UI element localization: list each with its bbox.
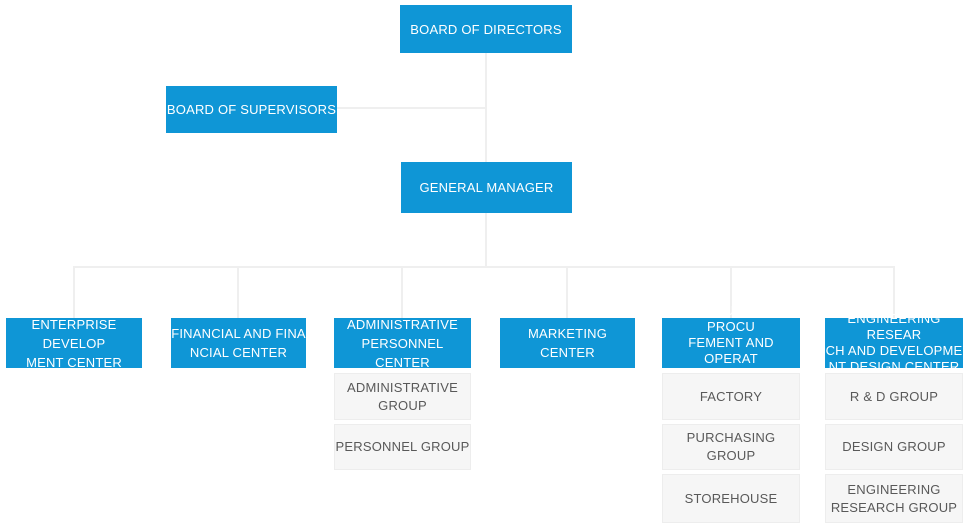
connector-drop-marketing [566, 266, 568, 318]
org-node-administrative-group[interactable]: ADMINISTRATIVE GROUP [334, 373, 471, 420]
org-node-enterprise-development-center[interactable]: ENTERPRISE DEVELOP MENT CENTER [6, 317, 142, 370]
org-node-factory[interactable]: FACTORY [662, 373, 800, 420]
org-node-engineering-rd-design-center[interactable]: ENGINEERING RESEAR CH AND DEVELOPME NT D… [825, 311, 963, 374]
org-node-design-group[interactable]: DESIGN GROUP [825, 424, 963, 470]
connector-departments-rail [74, 266, 894, 268]
org-node-production-procurement-operation-center[interactable]: PRODUCTION PROCU FEMENT AND OPERAT ION C… [662, 303, 800, 382]
org-node-marketing-center[interactable]: MARKETING CENTER [500, 318, 635, 368]
org-node-storehouse[interactable]: STOREHOUSE [662, 474, 800, 523]
connector-directors-to-manager [485, 53, 487, 162]
org-node-engineering-research-group[interactable]: ENGINEERING RESEARCH GROUP [825, 474, 963, 523]
connector-manager-to-departments [485, 213, 487, 268]
org-node-board-of-supervisors[interactable]: BOARD OF SUPERVISORS [166, 86, 337, 133]
org-node-rd-group[interactable]: R & D GROUP [825, 373, 963, 420]
connector-drop-production [730, 266, 732, 318]
connector-drop-enterprise [73, 266, 75, 318]
org-node-board-of-directors[interactable]: BOARD OF DIRECTORS [400, 5, 572, 53]
connector-drop-engineering [893, 266, 895, 318]
org-node-administrative-personnel-center[interactable]: ADMINISTRATIVE PERSONNEL CENTER [334, 317, 471, 370]
org-node-general-manager[interactable]: GENERAL MANAGER [401, 162, 572, 213]
connector-drop-financial [237, 266, 239, 318]
connector-supervisors-branch [337, 107, 486, 109]
org-node-personnel-group[interactable]: PERSONNEL GROUP [334, 424, 471, 470]
connector-drop-administrative [401, 266, 403, 318]
org-node-purchasing-group[interactable]: PURCHASING GROUP [662, 424, 800, 470]
org-node-financial-center[interactable]: FINANCIAL AND FINA NCIAL CENTER [171, 318, 306, 368]
